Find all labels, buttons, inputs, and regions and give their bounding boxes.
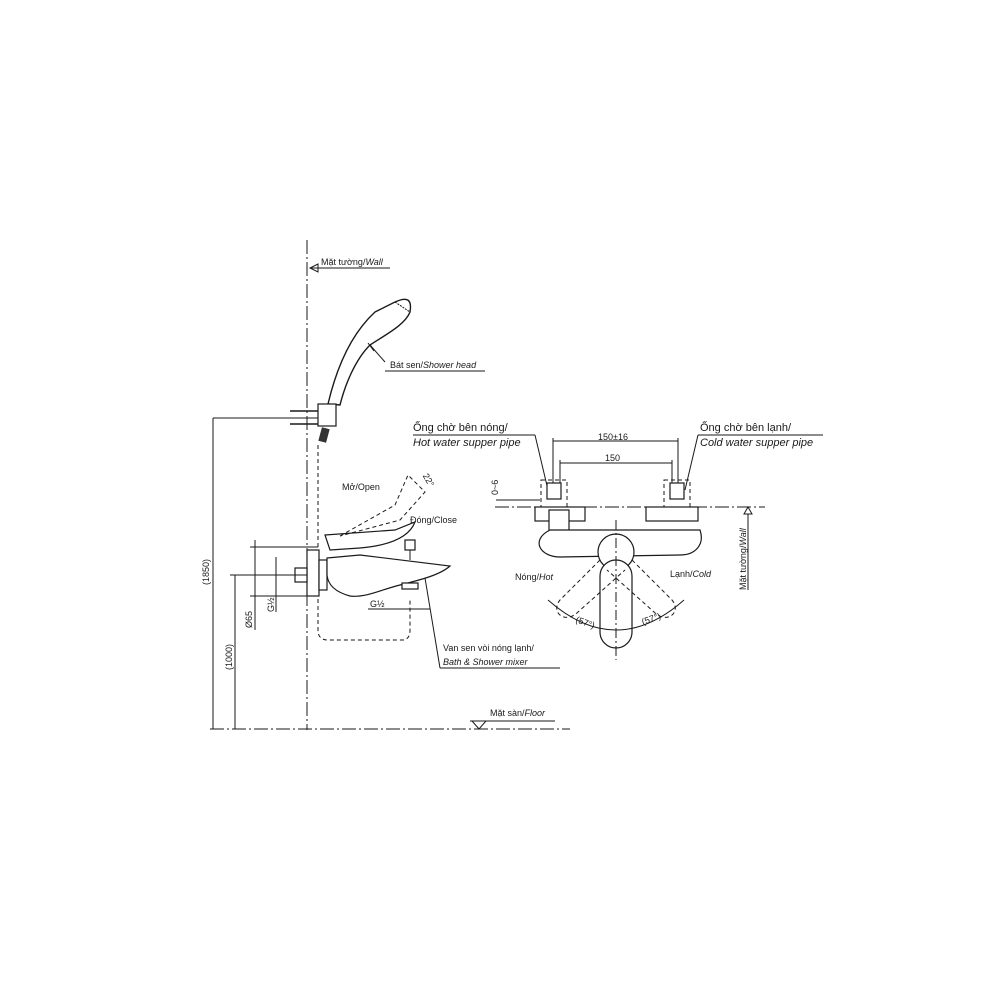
hot-label: Nóng/Hot [515,572,554,582]
hose [317,445,411,641]
wall-bracket [317,403,337,427]
hot-pipe-label-vn: Ống chờ bên nóng/ [413,420,509,434]
shower-head [290,298,412,443]
open-label: Mở/Open [342,482,380,492]
front-wall-marker-icon [743,505,753,515]
dim-1850: (1850) [201,559,211,585]
dim-inner: 150 [605,453,620,463]
hot-pipe-label-en: Hot water supper pipe [413,437,521,449]
cold-pipe-label-vn: Ống chờ bên lạnh/ [700,420,792,434]
front-view: Ống chờ bên nóng/ Hot water supper pipe … [413,420,823,660]
dim-1000: (1000) [224,644,234,670]
open-angle: 22° [421,472,437,489]
angle-right: (57°) [640,611,662,627]
floor-label: Mặt sàn/Floor [490,708,546,718]
cold-label: Lạnh/Cold [670,569,712,579]
cold-pipe-label-en: Cold water supper pipe [700,437,813,449]
mixer-label-en: Bath & Shower mixer [443,657,529,667]
front-wall-label: Mặt tường/Wall [738,527,748,590]
floor-marker-icon [470,720,488,730]
thread-bottom: G½ [370,599,385,609]
angle-left: (57°) [574,614,596,630]
dim-offset: 0~6 [490,480,500,495]
mixer-label-vn: Van sen vòi nóng lạnh/ [443,643,534,653]
close-label: Đóng/Close [410,515,457,525]
dim-outer: 150±16 [598,432,628,442]
wall-label: Mặt tường/Wall [321,257,384,267]
bath-shower-mixer [294,474,452,597]
shower-head-label: Bát sen/Shower head [390,360,477,370]
dim-diameter: Ø65 [244,611,254,628]
mixer-front [534,479,702,660]
side-view: Mặt tường/Wall Bát sen/Shower head [201,240,570,730]
thread-left: G½ [266,597,276,612]
